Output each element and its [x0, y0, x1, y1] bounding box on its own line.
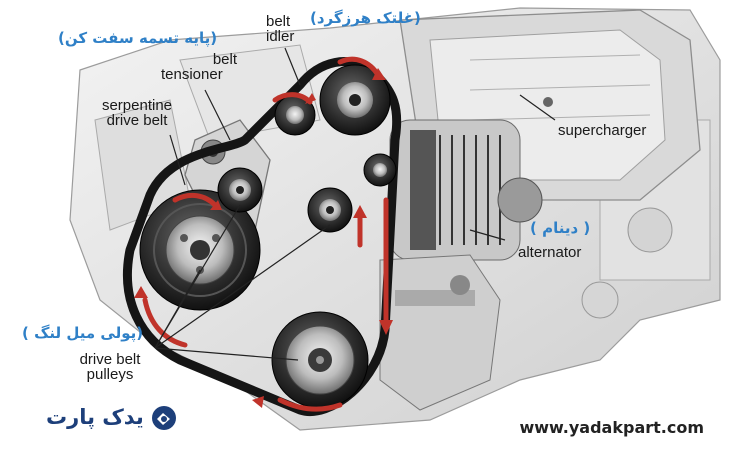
- arrow-head: [210, 200, 222, 210]
- leader-line: [154, 204, 241, 349]
- idler-pulley-small: [274, 94, 316, 136]
- direction-arrow: [172, 192, 218, 208]
- persian-label-alternator: ( دینام ): [530, 219, 591, 237]
- direction-arrow: [142, 297, 188, 348]
- label-line: serpentine: [101, 97, 173, 114]
- label-alternator: alternator: [518, 244, 582, 261]
- label-belt-tensioner: belt: [175, 52, 237, 67]
- logo-text: یدک پارت: [46, 405, 144, 429]
- alternator-unit: [389, 119, 543, 261]
- idler-pulley-center: [307, 187, 353, 233]
- leader-line: [469, 229, 506, 241]
- label-belt-tensioner-2: tensioner: [161, 67, 223, 82]
- label-supercharger: supercharger: [558, 122, 647, 139]
- label-line: belt: [266, 13, 291, 30]
- persian-label-crank-pulley: (پولی میل لنگ ): [22, 324, 144, 342]
- direction-arrow: [277, 397, 343, 412]
- idler-pulley-top: [319, 64, 391, 136]
- direction-arrow: [272, 92, 313, 105]
- leader-line: [284, 47, 301, 86]
- yadakpart-logo-icon: [152, 406, 176, 430]
- label-line: drive belt: [79, 351, 141, 368]
- persian-label-tensioner: (پایه تسمه سفت کن): [58, 29, 218, 47]
- leader-line: [204, 89, 231, 141]
- tensioner-pulley: [217, 167, 263, 213]
- direction-arrow: [337, 56, 381, 78]
- crank-pulley: [139, 189, 261, 311]
- leader-lines: [154, 47, 556, 361]
- leader-line: [169, 134, 186, 186]
- compressor-unit: [379, 254, 501, 411]
- label-line: tensioner: [161, 66, 223, 83]
- label-line: belt: [212, 51, 237, 68]
- arrow-head: [372, 68, 386, 80]
- arrow-head: [353, 205, 367, 218]
- label-serpentine-drive-belt: serpentine drive belt: [93, 98, 181, 128]
- leader-line: [154, 347, 299, 361]
- compressor-pulley: [271, 311, 369, 409]
- label-drive-belt-pulleys: drive belt pulleys: [60, 352, 160, 382]
- label-line: drive belt: [106, 112, 168, 129]
- website-url: www.yadakpart.com: [519, 418, 704, 437]
- arrow-head: [252, 396, 264, 408]
- label-belt-idler: belt idler: [266, 14, 294, 44]
- arrow-head: [379, 320, 393, 335]
- leader-line: [154, 224, 331, 349]
- label-line: pulleys: [86, 366, 134, 383]
- persian-label-idler: (غلتک هرزگرد): [310, 9, 421, 27]
- alternator-pulley: [363, 153, 397, 187]
- direction-arrows: [142, 56, 389, 412]
- leader-line: [519, 94, 556, 121]
- arrow-head: [305, 93, 316, 104]
- arrow-heads: [134, 68, 393, 408]
- yadakpart-logo: یدک پارت: [46, 402, 186, 438]
- label-line: idler: [266, 28, 295, 45]
- arrow-head: [134, 286, 148, 298]
- serpentine-belt: [122, 57, 402, 416]
